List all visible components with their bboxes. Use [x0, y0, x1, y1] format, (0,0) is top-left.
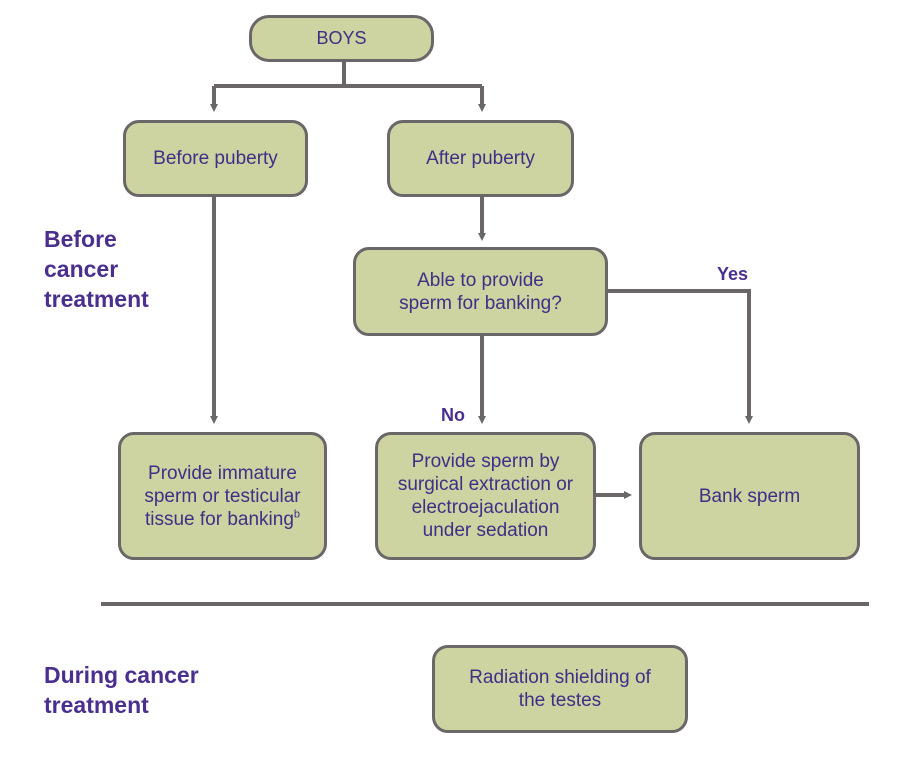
node-radiation-shielding-text: Radiation shielding of the testes: [469, 667, 651, 711]
node-before-puberty: Before puberty: [123, 120, 308, 197]
edge-label-yes: Yes: [717, 264, 749, 284]
section-divider: [101, 602, 869, 606]
connector-boys-split: [214, 62, 482, 88]
node-provide-immature-text: Provide immature sperm or testicular tis…: [144, 462, 301, 530]
footnote-marker: b: [293, 508, 301, 521]
node-boys-text: BOYS: [316, 28, 367, 48]
section-label-during: During cancer treatment: [44, 662, 199, 718]
section-label-before: Before cancer treatment: [44, 226, 149, 312]
node-able-to-provide-text: Able to provide sperm for banking?: [399, 269, 562, 314]
node-after-puberty-text: After puberty: [426, 148, 535, 169]
connector-yes-branch: [606, 289, 753, 424]
node-radiation-shielding: Radiation shielding of the testes: [432, 645, 688, 733]
node-before-puberty-text: Before puberty: [153, 148, 278, 169]
node-provide-surgical-text: Provide sperm by surgical extraction or …: [397, 451, 574, 541]
node-bank-sperm: Bank sperm: [639, 432, 860, 560]
node-provide-surgical: Provide sperm by surgical extraction or …: [375, 432, 596, 560]
node-after-puberty: After puberty: [387, 120, 574, 197]
node-able-to-provide: Able to provide sperm for banking?: [353, 247, 608, 336]
edge-label-no: No: [441, 405, 465, 425]
node-provide-immature-content: Provide immature sperm or testicular tis…: [133, 462, 312, 531]
node-bank-sperm-text: Bank sperm: [698, 485, 801, 507]
node-boys: BOYS: [249, 15, 434, 62]
node-provide-immature: Provide immature sperm or testicular tis…: [118, 432, 327, 560]
